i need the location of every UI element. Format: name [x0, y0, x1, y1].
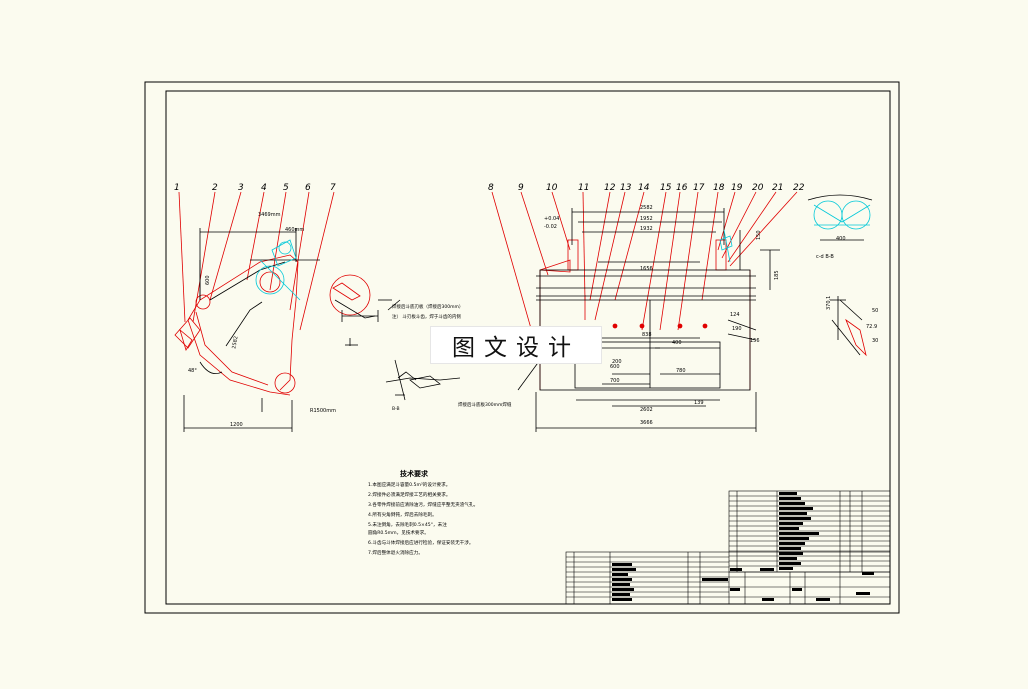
note-line-8: 7.焊后整体退火消除应力。 [368, 549, 423, 556]
dim-1932: 1932 [640, 226, 653, 232]
dim-2582b: 2582 [640, 205, 653, 211]
detail-note-1: 焊接后斗底刃板（焊接后300mm） [392, 303, 463, 310]
bucket-front-view [491, 191, 798, 432]
balloon-15: 15 [660, 183, 672, 193]
balloon-18: 18 [713, 183, 725, 193]
technical-notes: 技术要求 1.本图应满足斗容量0.5m³的设计要求。 2.焊接件必须满足焊接工艺… [368, 469, 478, 556]
left-dimensions: 3469mm 460mm 600 1200 48° R1500mm 2582 [188, 212, 336, 428]
detail-views [329, 274, 461, 401]
dim-600: 600 [205, 275, 211, 285]
dim-r1500: R1500mm [310, 408, 336, 414]
note-line-6: 圆角R0.5mm，见技术要求。 [368, 529, 429, 536]
dim-400b: 400 [836, 236, 846, 242]
tol-bot: -0.02 [544, 224, 557, 230]
dim-1952: 1952 [640, 216, 653, 222]
parts-list-fills [779, 492, 819, 570]
note-line-7: 6.斗齿与斗体焊接后应进行检验，保证安装无干涉。 [368, 539, 473, 546]
dim-2582: 2582 [231, 336, 239, 350]
balloon-17: 17 [693, 183, 705, 193]
balloon-5: 5 [283, 183, 289, 193]
dim-156: 156 [750, 338, 760, 344]
section-cd: c-d B-B [816, 254, 834, 260]
dim-190: 190 [732, 326, 742, 332]
dim-370: 370.1 [826, 296, 832, 310]
dim-600b: 600 [610, 364, 620, 370]
balloon-19: 19 [731, 183, 743, 193]
watermark-label: 图文设计 [430, 326, 602, 364]
title-block [565, 551, 891, 605]
left-balloons: 1 2 3 4 5 6 7 [174, 183, 336, 193]
side-detail-views [807, 194, 873, 357]
dim-700: 700 [610, 378, 620, 384]
dim-3469: 3469mm [258, 212, 281, 218]
inner-border [165, 90, 891, 605]
balloon-20: 20 [752, 183, 764, 193]
balloon-10: 10 [546, 183, 558, 193]
balloon-6: 6 [305, 183, 311, 193]
balloon-1: 1 [174, 183, 180, 193]
dim-124: 124 [730, 312, 740, 318]
detail-annotations: 焊接后斗底刃板（焊接后300mm） 注） 斗刃板斗齿，焊于斗齿的内侧 B-B 焊… [392, 303, 512, 412]
balloon-4: 4 [261, 183, 267, 193]
dim-3666: 3666 [640, 420, 653, 426]
notes-title: 技术要求 [400, 469, 429, 478]
balloon-3: 3 [238, 183, 244, 193]
note-line-5: 5.未注倒角，去除毛刺0.5×45°，未注 [368, 521, 447, 528]
note-line-4: 4.所有尖角倒钝，焊后去除毛刺。 [368, 511, 437, 518]
side-detail-dims: 400 c-d B-B 370.1 72.9 50 30 [816, 236, 878, 344]
bucket-side-view [174, 191, 335, 432]
balloon-14: 14 [638, 183, 650, 193]
balloon-13: 13 [620, 183, 632, 193]
dim-1200: 1200 [230, 422, 243, 428]
dim-48: 48° [188, 368, 197, 374]
title-block-fills [612, 563, 874, 601]
parts-list [728, 490, 891, 573]
dim-780: 780 [676, 368, 686, 374]
balloon-9: 9 [518, 183, 524, 193]
note-line-3: 3.各零件焊接前应清除油污，焊缝应平整无夹渣气孔。 [368, 501, 478, 508]
tol-top: +0.04 [544, 216, 559, 222]
dim-185: 185 [774, 270, 780, 280]
dim-400: 400 [672, 340, 682, 346]
dim-72: 72.9 [866, 324, 877, 330]
dim-200: 200 [612, 359, 622, 365]
dim-150: 150 [756, 230, 762, 240]
note-line-1: 1.本图应满足斗容量0.5m³的设计要求。 [368, 481, 450, 488]
dim-1656: 1656 [640, 266, 653, 272]
dim-460: 460mm [285, 227, 304, 233]
balloon-8: 8 [488, 183, 494, 193]
right-balloons: 8 9 10 11 12 13 14 15 16 17 18 19 20 21 … [488, 183, 805, 193]
detail-note-2: 注） 斗刃板斗齿，焊于斗齿的内侧 [392, 313, 461, 320]
note-line-2: 2.焊接件必须满足焊接工艺的相关要求。 [368, 491, 450, 498]
dim-2602: 2602 [640, 407, 653, 413]
dim-139: 139 [694, 400, 704, 406]
balloon-7: 7 [330, 183, 336, 193]
balloon-21: 21 [772, 183, 783, 193]
dim-50: 50 [872, 308, 878, 314]
section-b-label: B-B [392, 406, 400, 412]
dim-838: 838 [642, 332, 652, 338]
dim-30: 30 [872, 338, 878, 344]
balloon-2: 2 [212, 183, 218, 193]
right-dimensions: +0.04 -0.02 2582 1952 1932 1656 838 600 … [544, 205, 780, 426]
bottom-note: 焊接后斗底板300mm焊缝 [458, 401, 512, 408]
balloon-11: 11 [578, 183, 589, 193]
balloon-12: 12 [604, 183, 616, 193]
balloon-16: 16 [676, 183, 688, 193]
balloon-22: 22 [793, 183, 805, 193]
